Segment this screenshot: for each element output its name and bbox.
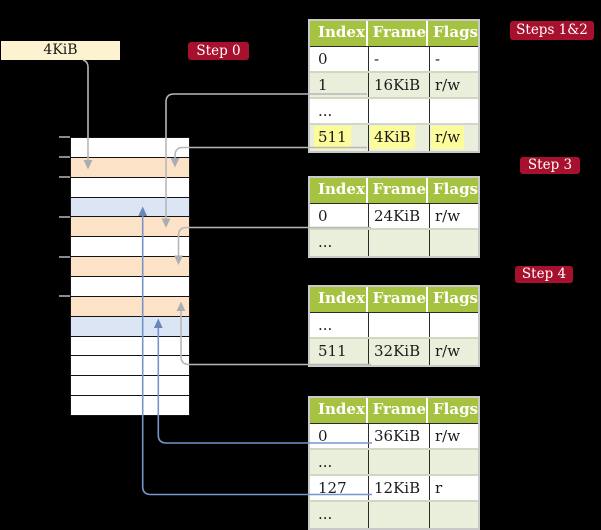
table-row: 511 32KiB r/w <box>310 339 478 365</box>
page-table-4: Index Frame Flags 0 36KiB r/w ... 127 12… <box>308 396 480 530</box>
memory-row-plain <box>71 336 189 357</box>
col-header-frame: Frame <box>365 178 426 203</box>
page-table-2: Index Frame Flags 0 24KiB r/w ... <box>308 176 480 258</box>
memory-row-plain <box>71 277 189 297</box>
col-header-index: Index <box>318 289 365 307</box>
table-header-row: Index Frame Flags <box>310 178 478 204</box>
col-header-flags: Flags <box>426 398 478 423</box>
memory-row-plain <box>71 356 189 377</box>
col-header-flags: Flags <box>426 21 478 46</box>
col-header-index: Index <box>318 23 365 41</box>
memory-tick <box>59 295 70 298</box>
highlighted-cell: 4KiB <box>370 126 415 149</box>
table-row-ellipsis: ... <box>310 99 478 125</box>
table-row-ellipsis: ... <box>310 230 478 256</box>
memory-row-plain <box>71 237 189 258</box>
memory-tick <box>59 255 70 258</box>
memory-row-target <box>71 316 189 337</box>
memory-row-page <box>71 257 189 278</box>
badge-step-4: Step 4 <box>515 266 573 283</box>
badge-step-3: Step 3 <box>520 157 580 174</box>
col-header-index: Index <box>318 180 365 198</box>
highlighted-cell: r/w <box>431 126 465 149</box>
col-header-index: Index <box>318 400 365 418</box>
memory-tick <box>59 156 70 158</box>
memory-row-target <box>71 197 189 218</box>
table-row-ellipsis: ... <box>310 313 478 339</box>
memory-row-page <box>71 157 189 178</box>
table-row-highlighted: 511 4KiB r/w <box>310 125 478 151</box>
col-header-flags: Flags <box>426 178 478 203</box>
col-header-frame: Frame <box>365 21 426 46</box>
memory-column <box>70 137 190 416</box>
memory-tick <box>59 176 70 178</box>
badge-step-0: Step 0 <box>188 42 249 60</box>
table-row-ellipsis: ... <box>310 450 478 476</box>
col-header-frame: Frame <box>365 287 426 312</box>
table-row: 0 - - <box>310 47 478 73</box>
badge-steps-1-2: Steps 1&2 <box>510 21 594 40</box>
col-header-flags: Flags <box>426 287 478 312</box>
table-row-ellipsis: ... <box>310 502 478 528</box>
memory-row-page <box>71 217 189 238</box>
table-header-row: Index Frame Flags <box>310 21 478 47</box>
table-row: 0 36KiB r/w <box>310 424 478 450</box>
page-table-3: Index Frame Flags ... 511 32KiB r/w <box>308 285 480 367</box>
page-size-label-box: 4KiB <box>1 41 120 60</box>
memory-row-page <box>71 296 189 317</box>
table-header-row: Index Frame Flags <box>310 287 478 313</box>
highlighted-cell: 511 <box>314 126 351 149</box>
table-header-row: Index Frame Flags <box>310 398 478 424</box>
memory-row-plain <box>71 177 189 198</box>
memory-tick <box>59 215 70 218</box>
table-row: 0 24KiB r/w <box>310 204 478 230</box>
memory-row-plain <box>71 138 189 158</box>
col-header-frame: Frame <box>365 398 426 423</box>
page-table-1: Index Frame Flags 0 - - 1 16KiB r/w ... … <box>308 19 480 153</box>
table-row: 1 16KiB r/w <box>310 73 478 99</box>
memory-row-plain <box>71 376 189 397</box>
table-row: 127 12KiB r <box>310 476 478 502</box>
memory-tick <box>59 136 70 138</box>
memory-row-plain <box>71 396 189 416</box>
